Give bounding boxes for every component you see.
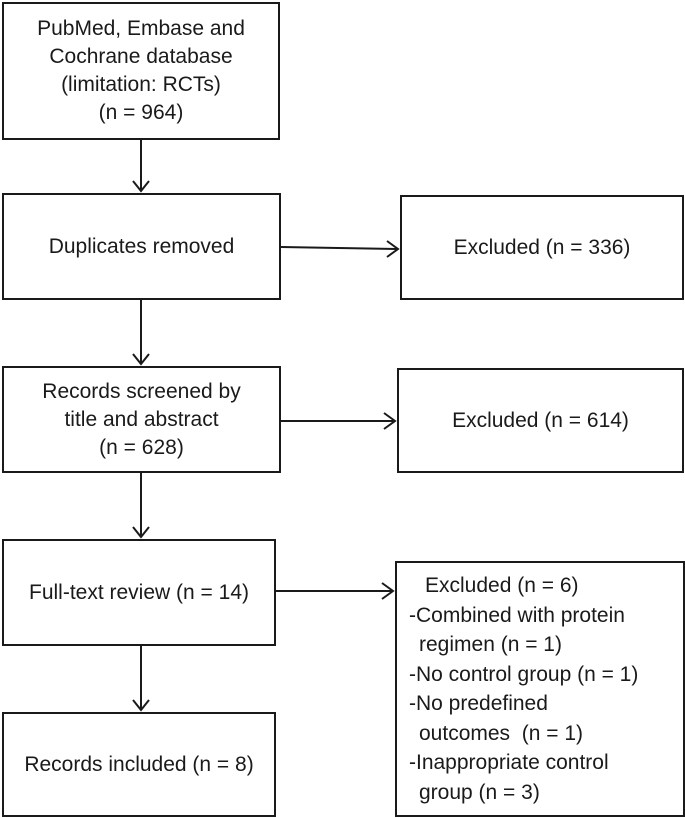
box-excluded-screening-label: Excluded (n = 614) xyxy=(452,408,629,432)
box-source-line-4: (n = 964) xyxy=(98,101,184,124)
arrow-fulltext-to-excluded xyxy=(276,582,395,600)
excluded-reason-3-line-1: -No predefined xyxy=(409,692,548,715)
arrow-screened-to-excluded xyxy=(281,412,397,430)
excluded-fulltext-heading: Excluded (n = 6) xyxy=(425,574,579,597)
arrow-screened-to-fulltext xyxy=(132,473,150,539)
box-screened-line-3: (n = 628) xyxy=(99,435,184,459)
box-fulltext-review: Full-text review (n = 14) xyxy=(2,539,276,646)
box-excluded-duplicates: Excluded (n = 336) xyxy=(400,195,684,300)
box-screened-line-1: Records screened by xyxy=(42,379,241,403)
box-source-line-1: PubMed, Embase and xyxy=(37,17,245,40)
box-source-line-2: Cochrane database xyxy=(49,45,233,68)
box-excluded-fulltext: Excluded (n = 6) -Combined with protein … xyxy=(395,561,685,817)
box-duplicates-label: Duplicates removed xyxy=(48,234,235,258)
box-screened-line-2: title and abstract xyxy=(64,407,219,431)
arrow-source-to-duplicates xyxy=(132,140,150,193)
box-duplicates-removed: Duplicates removed xyxy=(2,193,281,300)
excluded-reason-4-line-1: -Inappropriate control xyxy=(409,751,609,774)
box-excluded-duplicates-label: Excluded (n = 336) xyxy=(453,235,631,259)
excluded-reason-3-line-2: outcomes (n = 1) xyxy=(419,721,583,745)
excluded-reason-2: -No control group (n = 1) xyxy=(409,662,639,686)
excluded-reason-1-line-1: -Combined with protein xyxy=(409,603,625,627)
excluded-reason-4-line-2: group (n = 3) xyxy=(419,780,540,804)
excluded-reason-1-line-2: regimen (n = 1) xyxy=(419,633,562,656)
box-records-included: Records included (n = 8) xyxy=(2,712,276,817)
box-records-screened: Records screened by title and abstract (… xyxy=(2,366,281,473)
arrow-duplicates-to-screened xyxy=(132,300,150,366)
arrow-fulltext-to-included xyxy=(132,646,150,712)
box-included-label: Records included (n = 8) xyxy=(24,752,254,776)
box-source-line-3: (limitation: RCTs) xyxy=(61,73,221,96)
box-fulltext-label: Full-text review (n = 14) xyxy=(29,580,249,604)
box-source-databases: PubMed, Embase and Cochrane database (li… xyxy=(2,2,280,140)
arrow-duplicates-to-excluded xyxy=(280,240,400,258)
box-excluded-screening: Excluded (n = 614) xyxy=(397,368,684,473)
